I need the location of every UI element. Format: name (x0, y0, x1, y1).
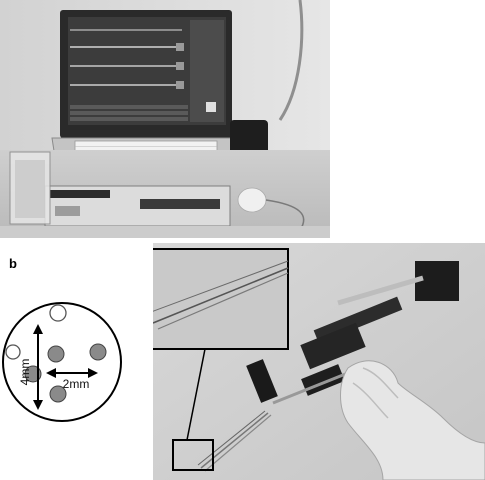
horizontal-dimension-arrow (46, 368, 98, 378)
inset-needle-tips (153, 260, 289, 330)
cross-section-circle (2, 302, 122, 422)
magnified-inset (153, 248, 289, 350)
inserter-device (197, 261, 459, 472)
magnified-region-box (172, 439, 214, 471)
photo-recording-equipment (0, 0, 330, 238)
empty-electrode-top (49, 304, 67, 322)
empty-electrode-left (5, 344, 21, 360)
electrode-2 (89, 343, 107, 361)
inset-connector-line (186, 348, 206, 441)
panel-label-b: b (9, 256, 17, 271)
electrode-4 (49, 385, 67, 403)
gloved-hand (340, 360, 485, 480)
horizontal-dimension-label: 2mm (63, 377, 90, 391)
photo-electrode-inserter (153, 243, 485, 480)
vertical-dimension-arrow (33, 324, 43, 410)
electrode-1 (47, 345, 65, 363)
electrode-arrangement-schematic: 4mm 2mm (2, 302, 122, 422)
vertical-dimension-label: 4mm (18, 359, 32, 386)
